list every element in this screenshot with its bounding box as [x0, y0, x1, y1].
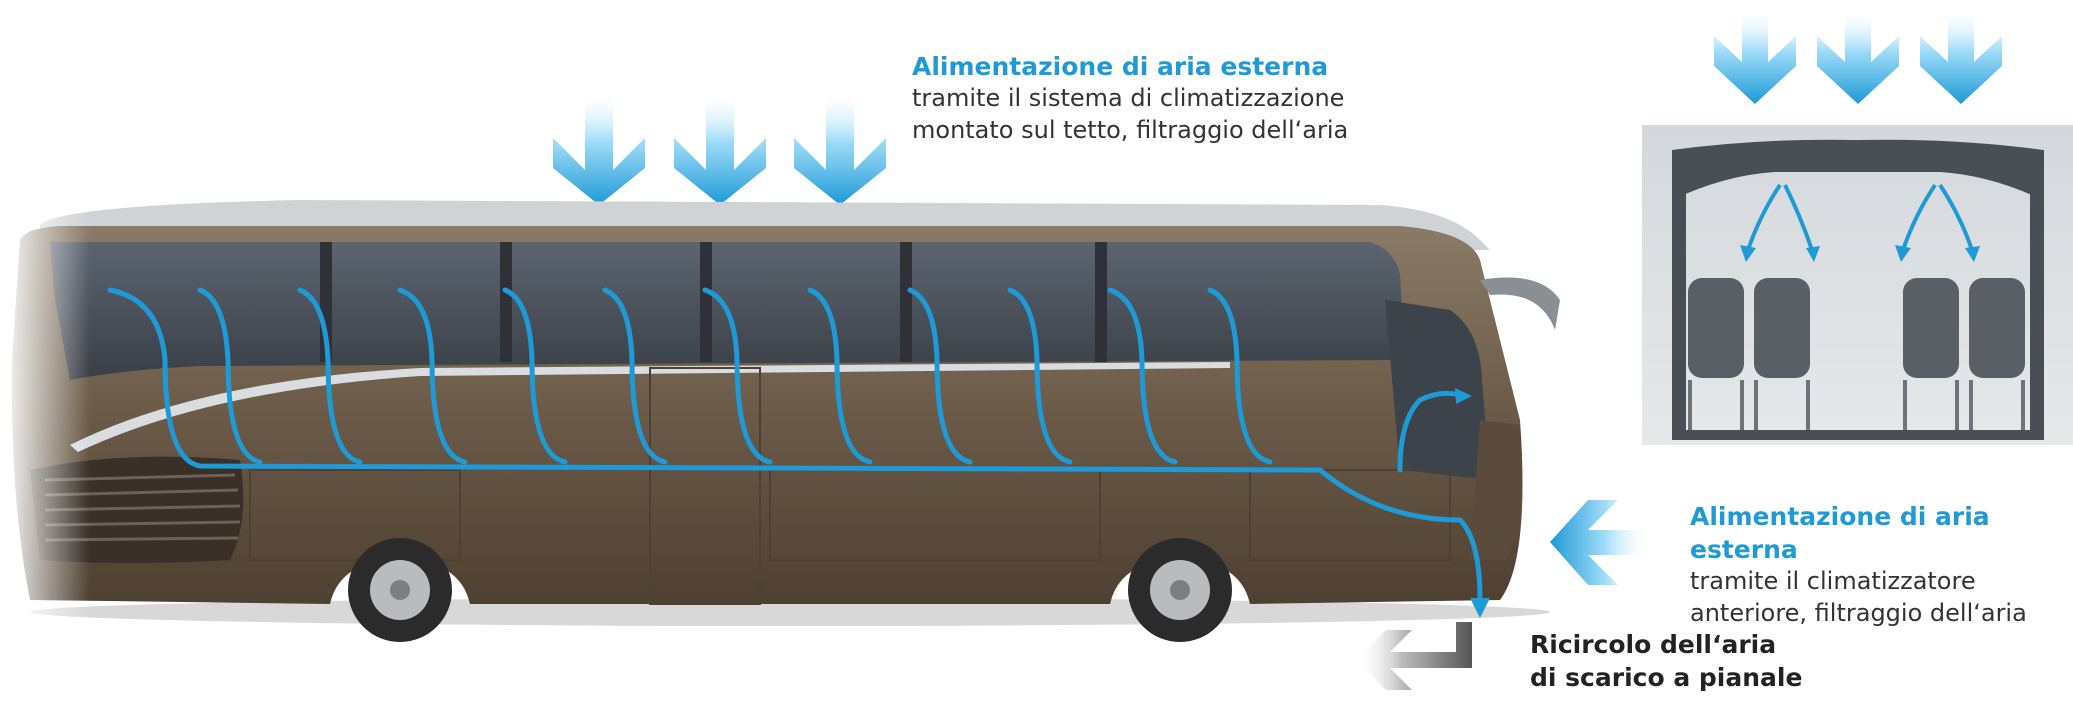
- roof-air-line-1: tramite il sistema di climatizzazione: [912, 84, 1345, 112]
- front-air-line-1: tramite il climatizzatore: [1690, 567, 1976, 595]
- front-air-line-2: anteriore, filtraggio dell‘aria: [1690, 598, 2027, 627]
- section-down-arrow-icon: [1817, 8, 1899, 104]
- roof-air-heading: Alimentazione di aria esterna: [912, 52, 1329, 81]
- cross-section-panel: [1642, 125, 2073, 445]
- recirculation-line-2: di scarico a pianale: [1530, 663, 1803, 692]
- roof-down-arrow-icon: [674, 90, 766, 205]
- recirculation-return-arrow-icon: [1356, 622, 1472, 690]
- front-left-arrow-icon: [1550, 500, 1650, 585]
- recirculation-callout: Ricircolo dell‘aria di scarico a pianale: [1530, 628, 1802, 694]
- front-air-callout: Alimentazione di aria esterna tramite il…: [1690, 500, 2073, 629]
- recirculation-line-1: Ricircolo dell‘aria: [1530, 630, 1777, 659]
- roof-air-line-2: montato sul tetto, filtraggio dell‘aria: [912, 115, 1349, 144]
- airflow-arrowheads: [1455, 388, 1490, 618]
- roof-down-arrow-icon: [553, 90, 645, 205]
- front-air-heading: Alimentazione di aria esterna: [1690, 502, 1990, 564]
- section-down-arrow-icon: [1714, 8, 1796, 104]
- roof-air-callout: Alimentazione di aria esterna tramite il…: [912, 50, 1348, 146]
- airflow-lines: [107, 287, 1483, 603]
- section-down-arrow-icon: [1920, 8, 2002, 104]
- roof-down-arrow-icon: [794, 90, 886, 205]
